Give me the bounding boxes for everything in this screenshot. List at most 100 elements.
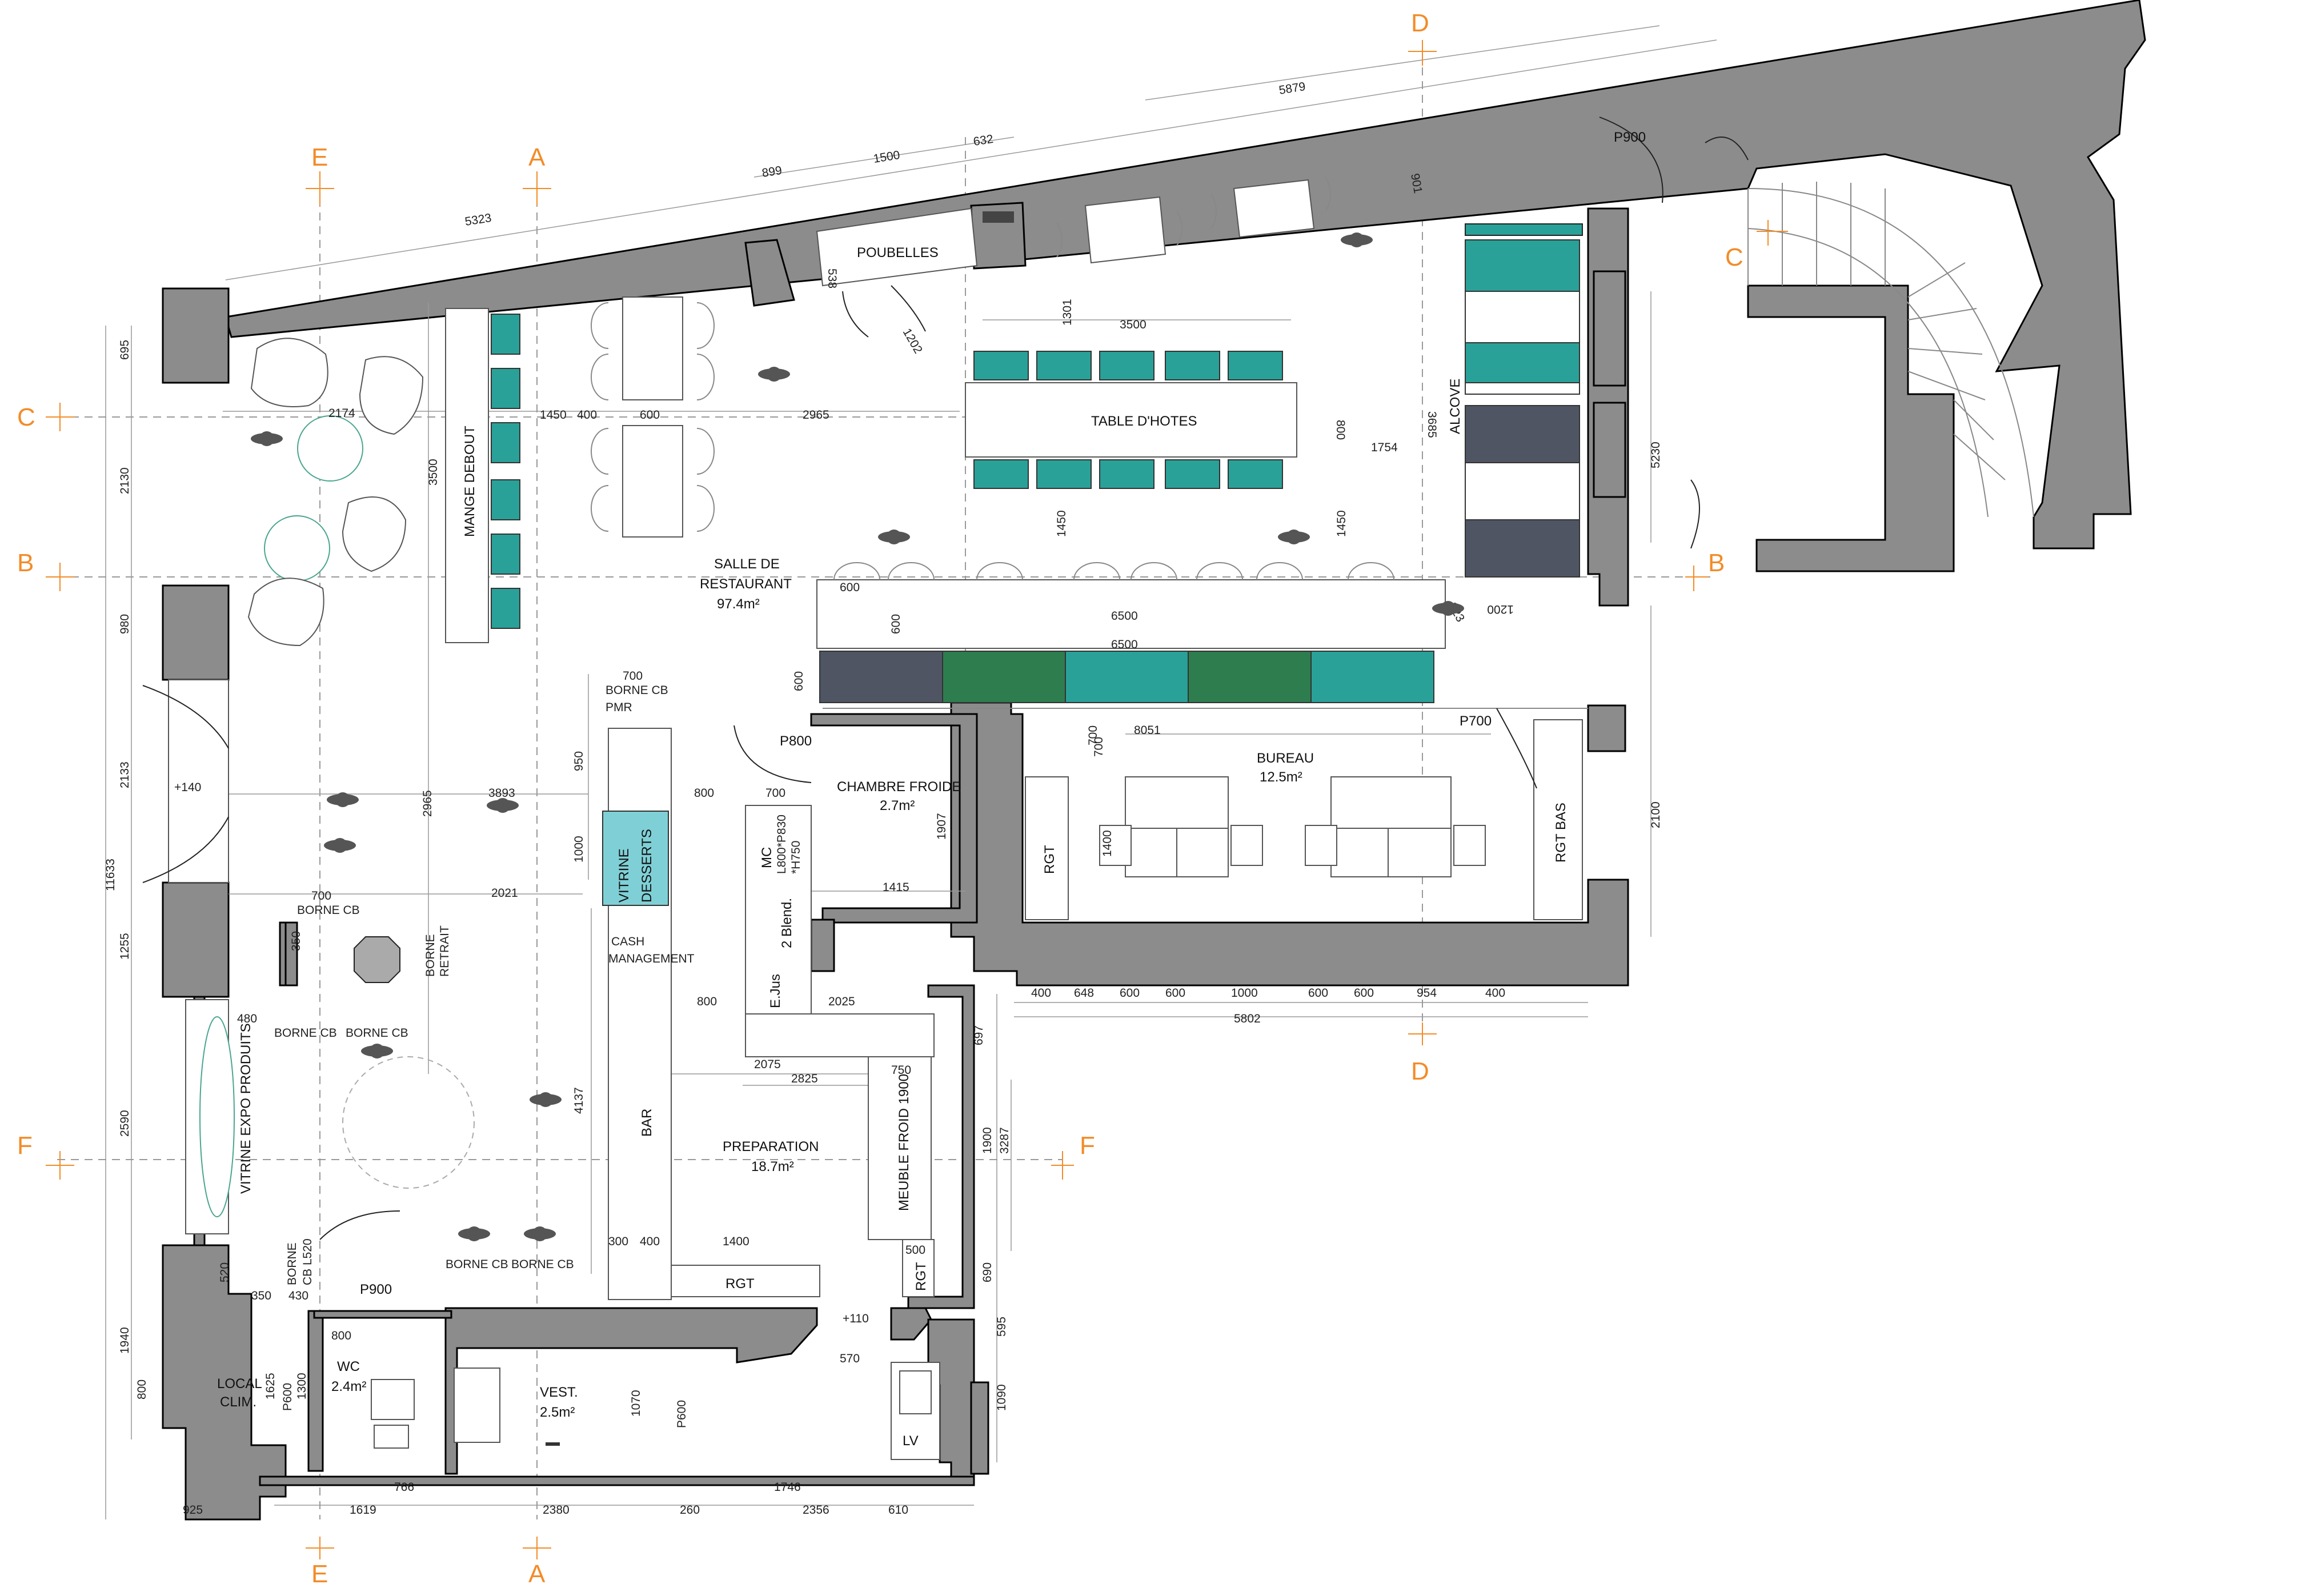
dim-1625: 1625	[264, 1373, 277, 1399]
poubelles-label: POUBELLES	[857, 245, 939, 260]
svg-text:A: A	[528, 143, 546, 171]
dim-750: 750	[891, 1064, 911, 1077]
section-marker-c-right: C	[1725, 220, 1788, 271]
bureau-room: RGT RGT BAS BUREAU 12.5m² 1400 700 2100 …	[1025, 442, 1662, 920]
dim-1301: 1301	[1061, 299, 1074, 326]
dim-690: 690	[981, 1262, 994, 1282]
wc-title: WC	[337, 1359, 360, 1374]
dim-1450b: 1450	[1055, 510, 1068, 537]
dim-1400b: 1400	[723, 1235, 749, 1248]
section-markers: A A E E C C B B	[17, 9, 1788, 1588]
dim-700b: 700	[1092, 737, 1105, 757]
dim-2130: 2130	[118, 467, 131, 494]
dim-570: 570	[840, 1352, 860, 1365]
door-p700: P700	[1460, 713, 1492, 729]
lv-label: LV	[903, 1433, 919, 1449]
central-tables	[591, 296, 715, 538]
borne-cb-5-label: BORNE CB	[511, 1258, 574, 1271]
preparation-area: 18.7m²	[751, 1159, 794, 1174]
dim-8051: 8051	[1134, 724, 1161, 737]
salle-area: 97.4m²	[717, 596, 760, 612]
dim-3500b: 3500	[427, 459, 440, 486]
dim-2965b: 2965	[421, 790, 434, 817]
lounge-area: 2174	[247, 338, 424, 647]
dim-1200: 1200	[1487, 603, 1514, 616]
dim-1300: 1300	[295, 1373, 308, 1399]
vitrine-desserts-label-b: DESSERTS	[639, 829, 655, 903]
borne-l520-label-a: BORNE	[286, 1242, 299, 1285]
local-title: LOCAL	[217, 1376, 262, 1392]
svg-text:E: E	[311, 143, 328, 171]
person-icon	[361, 1044, 393, 1058]
dim-1450a: 1450	[540, 408, 567, 422]
dimension-lines	[105, 25, 1717, 1519]
dim-b600a: 600	[1120, 987, 1140, 1000]
dim-899: 899	[761, 164, 783, 180]
dim-300: 300	[608, 1235, 628, 1248]
section-marker-e-top: E	[306, 143, 334, 206]
dim-600c: 600	[889, 614, 903, 634]
svg-text:D: D	[1411, 9, 1429, 37]
person-icon	[327, 792, 359, 807]
banquettes: 600 600 6500 6500 600 823 1200 8051	[792, 562, 1588, 737]
dim-3893: 3893	[488, 787, 515, 800]
person-icon	[530, 1092, 562, 1107]
dim-800e: 800	[135, 1380, 149, 1399]
dim-700d: 700	[765, 787, 785, 800]
people-icons	[251, 232, 1464, 1241]
svg-text:B: B	[1708, 549, 1725, 577]
borne-retrait-label-b: RETRAIT	[438, 925, 451, 977]
prep-equipment: MC L800*P830 *H750 2 Blend. E.Jus 2025 2…	[697, 805, 935, 1085]
dim-1746: 1746	[774, 1481, 801, 1494]
dim-1415: 1415	[883, 881, 909, 894]
dim-2133: 2133	[118, 761, 131, 788]
svg-text:C: C	[17, 403, 35, 431]
dim-800c: 800	[697, 995, 717, 1008]
dim-5323: 5323	[464, 211, 492, 228]
dim-1500: 1500	[872, 149, 901, 166]
dim-480: 480	[237, 1012, 257, 1025]
svg-text:E: E	[311, 1560, 328, 1588]
preparation-room: MEUBLE FROID 1900 750 PREPARATION 18.7m²…	[608, 1025, 1011, 1411]
mc-sub2-label: *H750	[789, 841, 803, 874]
section-marker-a-top: A	[523, 143, 551, 206]
bar-label: BAR	[639, 1109, 655, 1137]
section-marker-d-bottom: D	[1408, 1022, 1437, 1085]
dim-350b: 350	[251, 1289, 271, 1302]
dim-2174: 2174	[328, 407, 355, 420]
dim-2356: 2356	[803, 1503, 829, 1517]
dim-1450c: 1450	[1335, 510, 1348, 537]
alcove-bench: ALCOVE 3685	[1425, 239, 1580, 578]
section-marker-e-bottom: E	[306, 1537, 334, 1588]
person-icon	[1278, 530, 1310, 544]
dim-800d: 800	[331, 1329, 351, 1342]
dim-610: 610	[888, 1503, 908, 1517]
door-p600-vest: P600	[675, 1400, 688, 1428]
door-p600-wc: P600	[281, 1383, 294, 1411]
cash-label-a: CASH	[611, 935, 644, 948]
borne-cb-3-label: BORNE CB	[346, 1026, 408, 1040]
door-p900-bottom: P900	[360, 1282, 392, 1297]
lower-rooms: VEST. 2.5m² WC 2.4m² LOCAL CLIM. 800 130…	[217, 1329, 643, 1449]
dim-700c: 700	[623, 669, 643, 683]
dim-2380: 2380	[543, 1503, 570, 1517]
dim-3287: 3287	[998, 1127, 1011, 1154]
dim-260: 260	[680, 1503, 700, 1517]
dim-632: 632	[972, 133, 994, 149]
section-marker-f-left: F	[17, 1132, 74, 1180]
svg-text:F: F	[17, 1132, 33, 1160]
vest-title: VEST.	[540, 1385, 578, 1400]
chambre-froide: CHAMBRE FROIDE 2.7m² 1907 1415	[837, 779, 961, 894]
salle-de-restaurant: SALLE DE RESTAURANT 97.4m²	[700, 556, 792, 612]
borne-cb-4-label: BORNE CB	[446, 1258, 508, 1271]
wc-area: 2.4m²	[331, 1379, 366, 1394]
rgt-side-label: RGT	[913, 1262, 929, 1291]
dim-5879: 5879	[1278, 80, 1306, 97]
dim-2021: 2021	[491, 887, 518, 900]
dim-6500b: 6500	[1111, 638, 1138, 651]
dim-700a: 700	[1087, 725, 1100, 745]
preparation-title: PREPARATION	[723, 1139, 819, 1154]
borne-cb-pmr-label: BORNE CB	[606, 684, 668, 697]
dim-2965a: 2965	[803, 408, 829, 422]
bar-zone: VITRINE DESSERTS CASH MANAGEMENT BAR BOR…	[421, 669, 785, 1300]
